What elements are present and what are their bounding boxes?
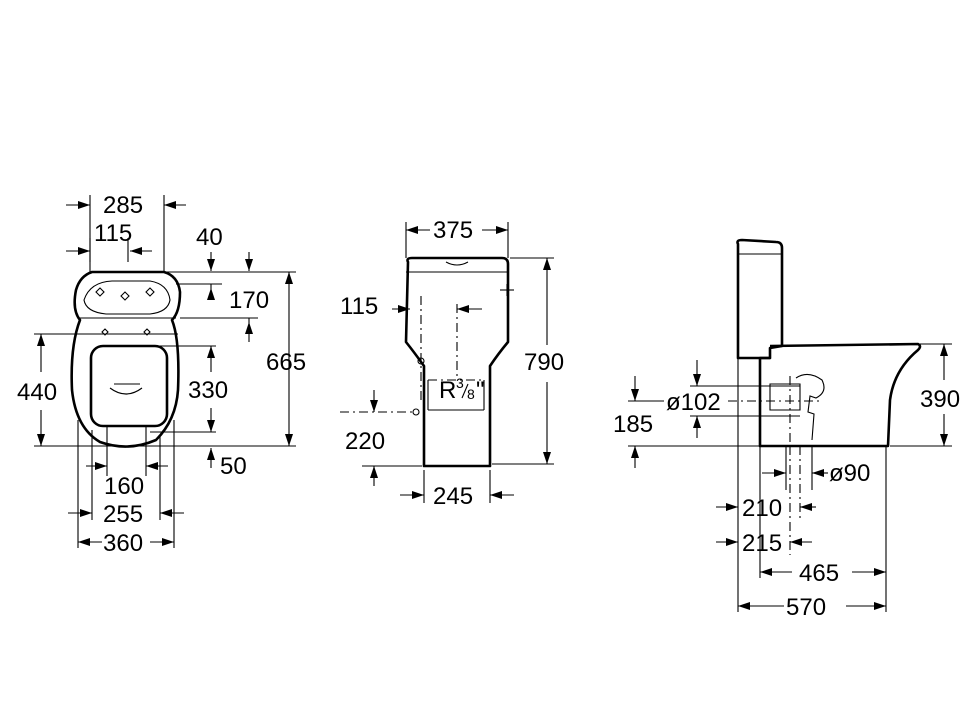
dim-220-label: 220 [345, 428, 385, 455]
dim-dia-102-label: ø102 [666, 389, 721, 416]
dim-220: 220 [340, 390, 422, 486]
dim-dia-90: ø90 [762, 460, 870, 487]
dim-390: 390 [890, 343, 960, 447]
dim-570: 570 [738, 594, 886, 621]
dim-185-label: 185 [613, 411, 653, 438]
connection-inch: " [476, 377, 485, 404]
dim-665-label: 665 [266, 349, 306, 376]
dim-170-label: 170 [229, 287, 269, 314]
side-view: ø102 185 390 ø90 [613, 238, 960, 621]
dim-330: 330 [150, 345, 228, 433]
dim-215-label: 215 [742, 530, 782, 557]
dim-245-label: 245 [433, 483, 473, 510]
dim-245: 245 [400, 470, 514, 510]
top-view-extension-lines [77, 420, 175, 548]
connection-label: R 3 8 " [439, 375, 485, 404]
side-view-extension-lines [737, 358, 887, 612]
dim-115-front-label: 115 [340, 293, 378, 320]
dim-40-label: 40 [196, 224, 223, 251]
dim-570-label: 570 [786, 594, 826, 621]
dim-50-label: 50 [220, 453, 247, 480]
dim-115-top: 115 [66, 220, 152, 262]
dim-465-label: 465 [799, 560, 839, 587]
dim-40: 40 [196, 224, 253, 271]
dim-160-label: 160 [104, 473, 144, 500]
dim-dia-90-label: ø90 [829, 460, 870, 487]
dim-440: 440 [17, 333, 178, 447]
connection-r: R [439, 377, 456, 404]
dim-255: 255 [68, 501, 184, 528]
dim-170: 170 [176, 283, 269, 342]
dim-360-label: 360 [103, 530, 143, 557]
connection-denominator: 8 [467, 386, 475, 402]
dim-360: 360 [78, 530, 174, 557]
dim-115-front: 115 [340, 293, 482, 320]
dim-790-label: 790 [524, 349, 564, 376]
dim-330-label: 330 [188, 377, 228, 404]
dim-285: 285 [66, 192, 186, 272]
dim-210: 210 [716, 495, 816, 522]
dim-50: 50 [207, 448, 247, 480]
dim-285-label: 285 [103, 192, 143, 219]
side-view-outline [736, 238, 922, 555]
dim-215: 215 [716, 530, 812, 557]
dim-255-label: 255 [103, 501, 143, 528]
dim-390-label: 390 [920, 386, 960, 413]
dim-210-label: 210 [742, 495, 782, 522]
top-view-outline [70, 270, 182, 448]
connection-numerator: 3 [456, 375, 464, 391]
dim-160: 160 [86, 462, 168, 500]
dim-790: 790 [492, 257, 564, 465]
dim-440-label: 440 [17, 379, 57, 406]
dim-375: 375 [405, 217, 509, 258]
dim-465: 465 [760, 560, 886, 587]
dim-115-top-label: 115 [94, 220, 132, 247]
front-view: 375 115 790 R 3 8 " [340, 217, 564, 510]
front-view-outline [404, 256, 514, 468]
top-view: 285 115 40 170 [17, 192, 306, 557]
dim-665: 665 [100, 271, 306, 447]
dim-375-label: 375 [433, 217, 473, 244]
dim-dia-102: ø102 [666, 360, 822, 438]
